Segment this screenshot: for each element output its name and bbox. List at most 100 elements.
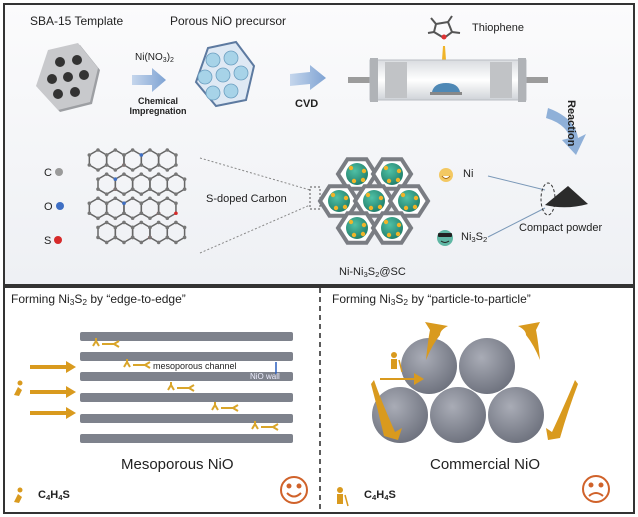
deflected-arrow-icon — [371, 322, 578, 440]
atom — [174, 201, 178, 206]
atom — [174, 211, 178, 216]
runner-molecule-icon — [92, 338, 279, 431]
atom — [165, 187, 170, 191]
atom — [174, 192, 178, 196]
atom — [104, 192, 109, 196]
atom — [156, 172, 161, 176]
atom — [130, 177, 135, 181]
atom — [165, 168, 170, 172]
ni-nitrate-label: Ni(NO3)2 — [135, 52, 174, 64]
atom — [156, 211, 161, 216]
carbon-hexagon — [114, 221, 134, 244]
ni-nanoparticle — [386, 232, 392, 238]
ni3s2-particle — [346, 163, 368, 185]
carbon-hexagon — [88, 197, 108, 220]
ni-nanoparticle — [403, 205, 409, 211]
atom — [165, 225, 170, 230]
ni-nanoparticle — [383, 219, 389, 225]
atom — [139, 211, 144, 216]
atom — [96, 168, 100, 172]
carbon-hexagon — [149, 221, 169, 244]
ni-nanoparticle — [386, 178, 392, 184]
ni-nanoparticle — [365, 192, 371, 198]
atom — [122, 220, 126, 225]
atom — [96, 216, 100, 221]
nio-wall-label: NiO wall — [250, 372, 280, 381]
atom — [130, 196, 135, 201]
atom — [113, 168, 118, 172]
carbon-hexagon — [140, 197, 160, 220]
carbon-hexagon — [149, 173, 169, 195]
ni-nanoparticle — [377, 204, 383, 210]
atom — [87, 201, 92, 206]
atom — [130, 235, 135, 240]
ni-happy-face-icon — [439, 168, 453, 182]
ni3s2-particle — [381, 163, 403, 185]
ni-nanoparticle — [330, 192, 336, 198]
atom — [182, 177, 187, 181]
atom — [96, 177, 100, 181]
ni-nanoparticle — [348, 165, 354, 171]
atom — [148, 187, 152, 191]
elderly-walker-icon — [337, 352, 403, 507]
carbon-hexagon — [97, 221, 117, 244]
ni-nanoparticle — [400, 192, 406, 198]
ni-nanoparticle — [361, 168, 367, 174]
carbon-hexagon — [140, 149, 160, 171]
atom — [104, 240, 109, 245]
atom — [122, 211, 126, 216]
mesoporous-channel-label: mesoporous channel — [153, 361, 237, 371]
atom — [139, 201, 144, 206]
compact-powder-label: Compact powder — [519, 222, 603, 234]
carbon-hexagon — [123, 197, 143, 220]
legend-c: C — [44, 167, 64, 179]
input-arrow-icon — [30, 361, 76, 419]
arrow-icon — [132, 68, 166, 92]
atom — [165, 177, 170, 181]
atom — [148, 177, 152, 181]
atom — [148, 168, 152, 172]
thiophene-label: Thiophene — [472, 22, 524, 34]
left-legend-formula: C4H4S — [38, 489, 70, 502]
atom — [182, 225, 187, 230]
atom — [156, 192, 161, 196]
atom — [139, 172, 144, 176]
atom — [165, 216, 170, 221]
atom — [139, 240, 144, 245]
carbon-hexagon — [97, 173, 117, 195]
sba15-template-label: SBA-15 Template — [30, 14, 124, 28]
atom — [122, 192, 126, 196]
ni3s2-particle — [328, 190, 350, 212]
right-legend-formula: C4H4S — [364, 489, 396, 502]
carbon-hexagon — [114, 173, 134, 195]
ni-nanoparticle — [412, 204, 418, 210]
atom — [104, 211, 109, 216]
atom — [96, 196, 100, 201]
atom — [122, 240, 126, 245]
carbon-hexagon — [123, 149, 143, 171]
atom — [104, 220, 109, 225]
atom — [156, 240, 161, 245]
mesoporous-nio-caption: Mesoporous NiO — [121, 456, 234, 473]
atom — [87, 163, 92, 167]
ni-nanoparticle — [368, 205, 374, 211]
nio-precursor-label: Porous NiO precursor — [170, 14, 287, 28]
composite-label: Ni-Ni3S2@SC — [339, 266, 406, 279]
atom — [122, 201, 126, 206]
mesoporous-nio-channels — [80, 332, 293, 443]
carbon-hexagon — [166, 221, 186, 244]
ni3s2-cool-face-icon — [437, 230, 453, 246]
atom — [113, 196, 118, 201]
atom — [165, 235, 170, 240]
atom — [130, 225, 135, 230]
right-panel-title: Forming Ni3S2 by “particle-to-particle” — [332, 292, 531, 308]
atom — [122, 163, 126, 167]
reaction-label: Reaction — [565, 100, 577, 147]
atom — [139, 192, 144, 196]
atom — [148, 216, 152, 221]
ni-ni3s2-sc-composite-icon — [317, 157, 431, 245]
atom — [96, 187, 100, 191]
runner-icon — [14, 380, 23, 503]
comparison-panel — [3, 286, 635, 514]
